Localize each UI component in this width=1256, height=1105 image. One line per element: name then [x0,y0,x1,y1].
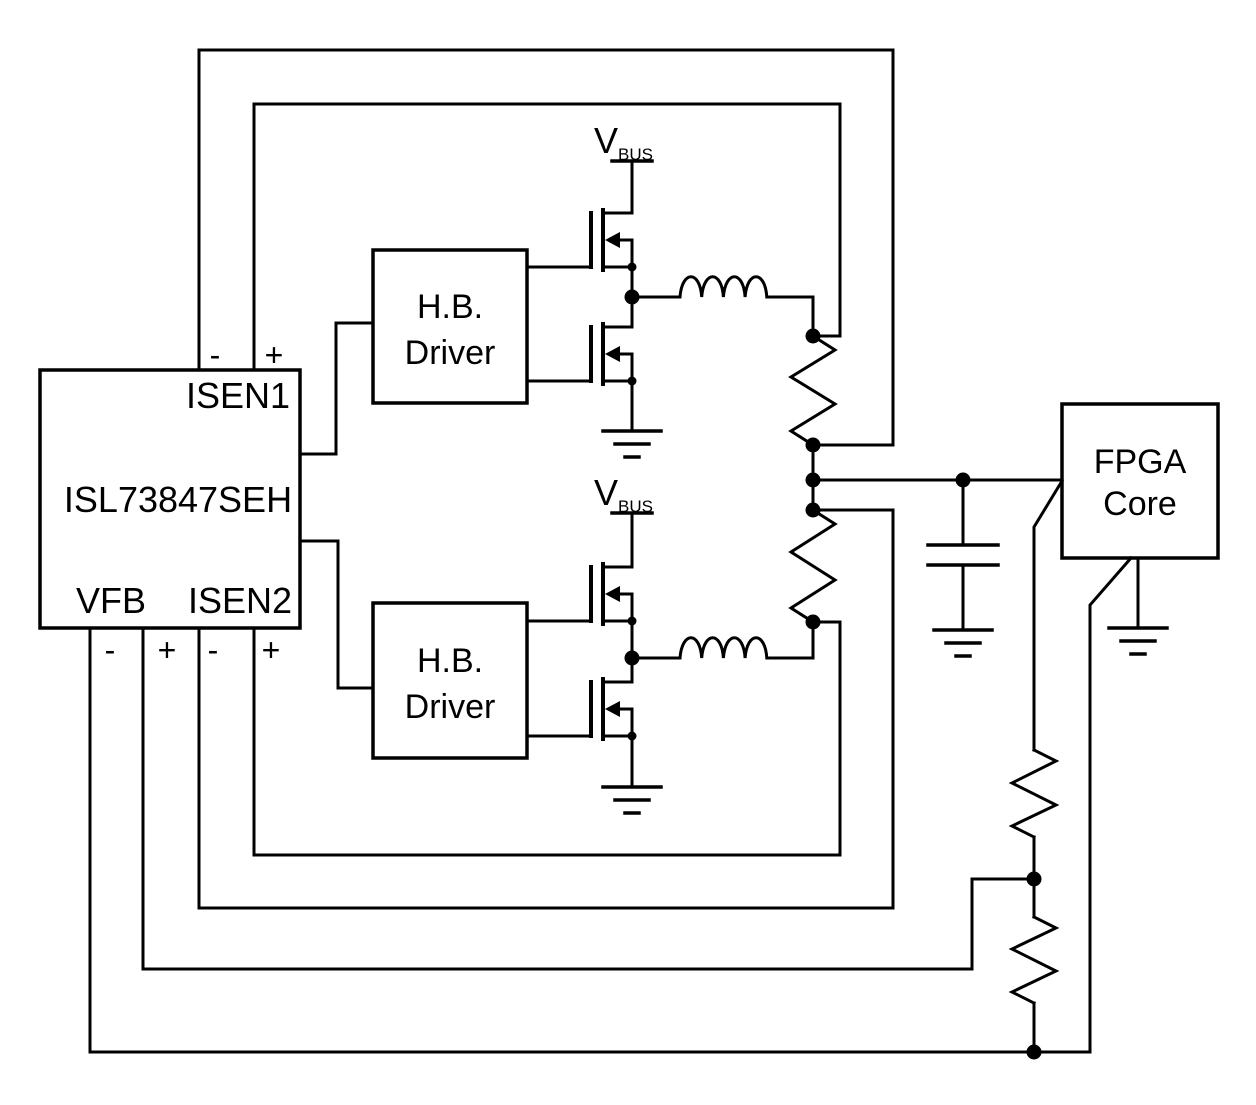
feedback-resistor-top [1008,747,1060,840]
nmos-high-side-phase1 [589,208,639,274]
hb-driver2-label-line1: H.B. [417,642,483,680]
wire-ic-to-driver1 [298,321,375,456]
ic-pin-isen2-label: ISEN2 [188,580,292,621]
fpga-box [1060,402,1220,560]
wire-vfb-plus [141,626,1036,971]
wire-isen2-plus [252,620,842,857]
junction-dot-isen1-plus [805,328,821,344]
controller-ic: ISEN1 ISL73847SEH VFB ISEN2 [38,368,302,630]
hb-driver1-label-line1: H.B. [417,288,483,326]
hb-driver-2: H.B. Driver [298,539,593,760]
junction-dot-cap-node [955,472,971,488]
phase1-half-bridge: VBUS [589,120,663,459]
current-sense-chain [788,328,838,630]
junction-dot-isen1-minus [805,437,821,453]
isen1-plus-sign: + [265,337,284,373]
ic-box [38,368,302,630]
wire-isen2-minus [197,508,895,910]
wire-isen1-plus-loop [252,102,842,372]
ground-output-cap [932,628,994,658]
feedback-resistor-bottom [1008,914,1060,1006]
hb-driver2-label-line2: Driver [405,688,496,726]
isen2-minus-sign: - [208,632,219,668]
bottom-routing [88,508,1092,1054]
isen2-plus-sign: + [262,632,281,668]
vfb-minus-sign: - [105,632,116,668]
wire-fpga-to-divider [1032,478,1065,752]
vbus-label-phase2: VBUS [594,472,653,516]
vbus-label-phase1: VBUS [594,120,653,164]
phase2-half-bridge: VBUS [589,472,663,815]
sense-resistor-phase1 [788,333,838,448]
hb-driver-1: H.B. Driver [298,248,593,456]
fpga-label-line2: Core [1103,485,1177,523]
ground-fpga [1107,626,1169,656]
ic-pin-isen1-label: ISEN1 [186,375,290,416]
wire-vfb-minus [88,626,1092,1054]
hb-driver1-box [371,248,529,405]
ic-pin-vfb-label: VFB [76,580,146,621]
hb-driver2-box [371,601,529,760]
output-rail [811,472,1064,658]
hb-driver1-label-line2: Driver [405,334,496,372]
fpga-label-line1: FPGA [1094,443,1187,481]
ic-part-number: ISL73847SEH [64,479,292,520]
vfb-plus-sign: + [158,632,177,668]
wire-fpga-return [1088,555,1134,1054]
wire-isen1-minus-loop [197,48,895,447]
inductor-phase2 [630,620,815,660]
polarity-labels: - + - + - + [105,337,284,668]
isen1-sense-wires [197,48,895,447]
wire-ic-to-driver2 [298,539,375,690]
fpga-core: FPGA Core [1060,402,1220,1054]
ground-phase2 [601,785,663,815]
nmos-low-side-phase2 [589,677,639,743]
isen1-minus-sign: - [210,337,221,373]
feedback-divider [1008,478,1065,1060]
ground-phase1 [601,429,663,459]
sense-resistor-phase2 [788,507,838,625]
nmos-high-side-phase2 [589,562,639,628]
inductor-phase1 [630,275,815,338]
nmos-low-side-phase1 [589,322,639,388]
